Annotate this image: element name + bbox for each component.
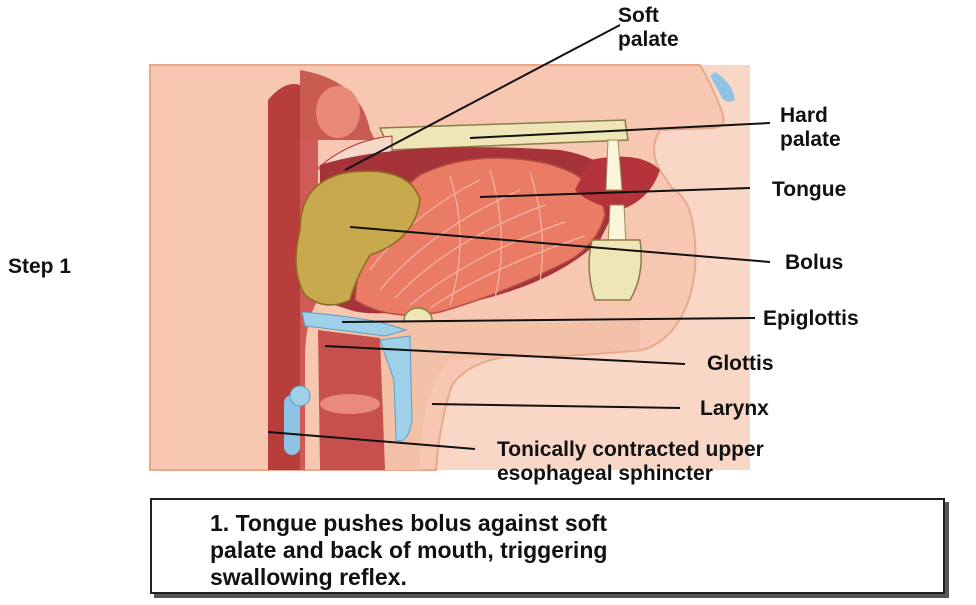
caption-box: 1. Tongue pushes bolus against soft pala… xyxy=(150,498,945,594)
label-larynx: Larynx xyxy=(700,397,769,421)
caption-text: 1. Tongue pushes bolus against soft pala… xyxy=(210,510,943,591)
step-label: Step 1 xyxy=(8,255,71,279)
label-glottis: Glottis xyxy=(707,352,774,376)
lower-tooth xyxy=(608,205,626,245)
label-bolus: Bolus xyxy=(785,251,843,275)
nasal-turbinate xyxy=(316,86,360,138)
label-hard-palate: Hard palate xyxy=(780,104,841,152)
label-sphincter: Tonically contracted upper esophageal sp… xyxy=(497,438,764,486)
label-epiglottis: Epiglottis xyxy=(763,307,859,331)
esophagus-lumen xyxy=(290,386,310,406)
label-soft-palate: Soft palate xyxy=(618,4,679,52)
label-tongue: Tongue xyxy=(772,178,846,202)
trachea-ring xyxy=(320,394,380,414)
